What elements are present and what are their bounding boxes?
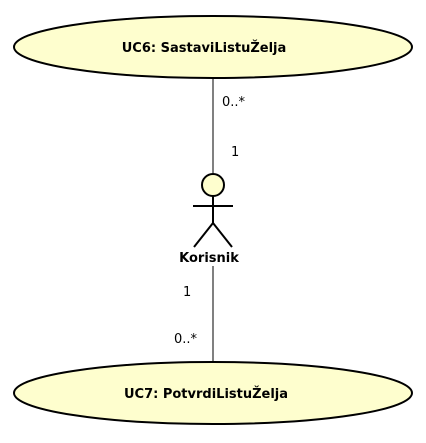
- use-case-uc7-label: UC7: PotvrdiListuŽelja: [124, 386, 288, 402]
- multiplicity-actor-end-top: 1: [231, 145, 239, 160]
- use-case-uc6[interactable]: UC6: SastaviListuŽelja: [13, 15, 413, 79]
- multiplicity-actor-end-bottom: 1: [183, 285, 191, 300]
- use-case-uc7[interactable]: UC7: PotvrdiListuŽelja: [13, 361, 413, 425]
- actor-label: Korisnik: [179, 251, 239, 266]
- actor-korisnik[interactable]: Korisnik: [179, 173, 239, 266]
- multiplicity-uc6-end: 0..*: [222, 95, 246, 110]
- use-case-uc6-shape: [13, 15, 413, 79]
- use-case-uc7-shape: [13, 361, 413, 425]
- multiplicity-uc7-end: 0..*: [174, 332, 198, 347]
- use-case-uc6-label: UC6: SastaviListuŽelja: [122, 40, 287, 56]
- actor-figure-icon: [193, 173, 233, 248]
